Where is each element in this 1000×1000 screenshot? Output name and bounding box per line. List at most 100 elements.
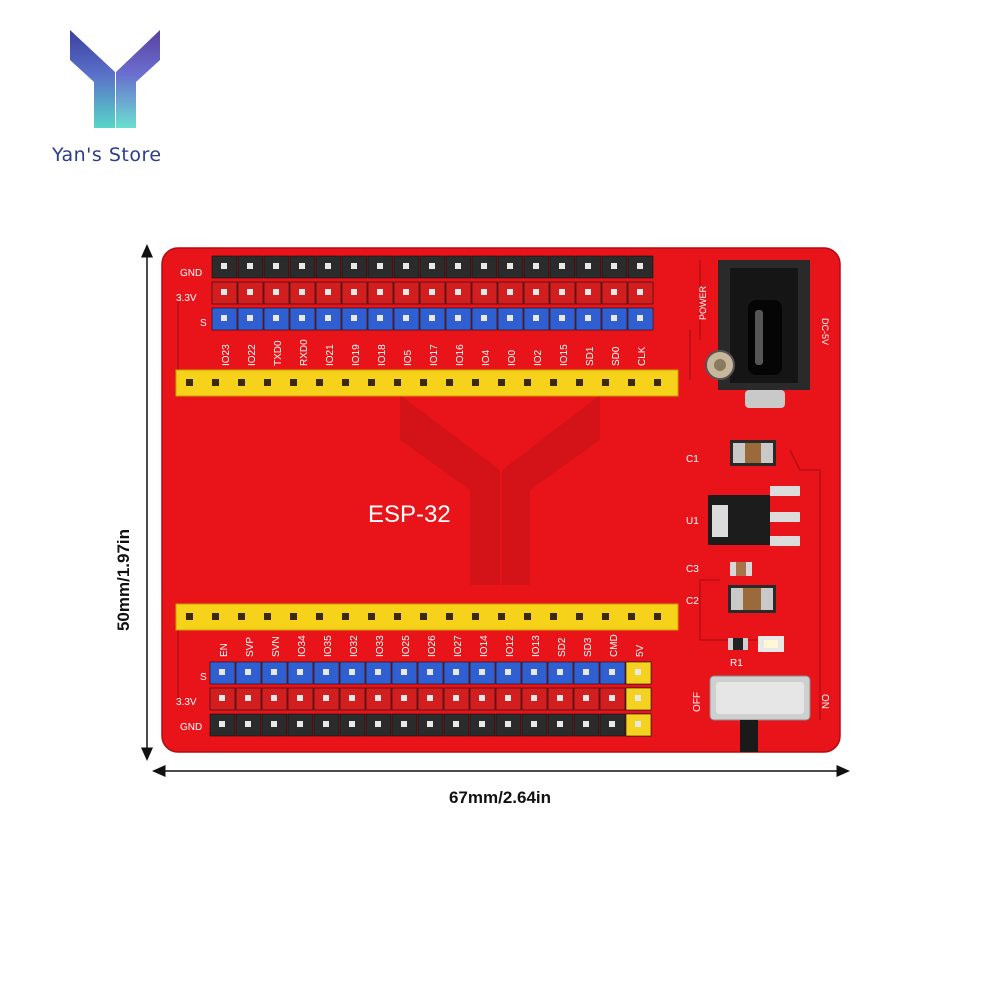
led-indicator <box>758 636 784 652</box>
bottom-pin-label: IO12 <box>505 635 516 657</box>
dc-barrel-jack <box>705 260 810 408</box>
bottom-pin-label: IO27 <box>453 635 464 657</box>
bottom-pin-label: EN <box>219 643 230 657</box>
top-pin-label: IO15 <box>559 344 570 366</box>
dc-label: DC-5V <box>820 318 830 345</box>
female-socket <box>186 613 193 620</box>
female-socket <box>628 379 635 386</box>
female-socket <box>446 613 453 620</box>
female-socket <box>238 379 245 386</box>
female-socket <box>602 613 609 620</box>
board-title: ESP-32 <box>368 501 451 528</box>
bottom-gnd-label: GND <box>180 722 202 733</box>
female-socket <box>316 379 323 386</box>
top-pin-label: IO21 <box>325 344 336 366</box>
c1-label: C1 <box>686 454 699 465</box>
female-socket <box>212 379 219 386</box>
female-socket <box>290 613 297 620</box>
resistor-r1 <box>728 638 748 650</box>
watermark-logo <box>400 395 600 585</box>
bottom-pin-label: IO13 <box>531 635 542 657</box>
c3-label: C3 <box>686 564 699 575</box>
top-pin-label: IO4 <box>481 349 492 366</box>
female-socket <box>290 379 297 386</box>
bottom-pin-header <box>209 661 652 737</box>
bottom-pin-label: SD2 <box>557 637 568 657</box>
female-socket <box>264 379 271 386</box>
female-socket <box>550 379 557 386</box>
female-socket <box>446 379 453 386</box>
female-socket <box>368 379 375 386</box>
top-pin-label: SD1 <box>585 346 596 366</box>
top-s-label: S <box>200 318 207 329</box>
bottom-pin-label: IO34 <box>297 635 308 657</box>
female-socket <box>342 379 349 386</box>
top-pin-label: IO16 <box>455 344 466 366</box>
female-socket <box>654 613 661 620</box>
female-socket <box>498 379 505 386</box>
bottom-pin-label: IO33 <box>375 635 386 657</box>
bottom-pin-label: SD3 <box>583 637 594 657</box>
female-socket <box>420 379 427 386</box>
power-label: POWER <box>698 285 708 320</box>
bottom-pin-label: SVP <box>245 637 256 657</box>
female-socket <box>316 613 323 620</box>
top-pin-label: IO18 <box>377 344 388 366</box>
capacitor-c3 <box>730 562 752 576</box>
top-pin-label: IO2 <box>533 349 544 366</box>
top-pin-label: SD0 <box>611 346 622 366</box>
bottom-pin-label: SVN <box>271 636 282 657</box>
female-socket <box>628 613 635 620</box>
top-pin-label: IO0 <box>507 349 518 366</box>
bottom-pin-label: 5V <box>635 644 646 657</box>
female-socket <box>264 613 271 620</box>
female-socket <box>550 613 557 620</box>
female-socket <box>576 613 583 620</box>
width-dimension-label: 67mm/2.64in <box>448 788 552 807</box>
bottom-pin-label: IO26 <box>427 635 438 657</box>
brand-name: Yan's Store <box>52 144 162 166</box>
u1-label: U1 <box>686 516 699 527</box>
bottom-s-label: S <box>200 672 207 683</box>
bottom-pin-label: IO35 <box>323 635 334 657</box>
brand-logo: Yan's Store <box>40 20 200 180</box>
female-socket <box>368 613 375 620</box>
female-socket <box>394 379 401 386</box>
top-female-header <box>175 369 679 397</box>
female-socket <box>472 379 479 386</box>
top-pin-label: IO22 <box>247 344 258 366</box>
female-socket <box>472 613 479 620</box>
bottom-female-header <box>175 603 679 631</box>
female-socket <box>576 379 583 386</box>
bottom-pin-label: CMD <box>609 634 620 657</box>
female-socket <box>654 379 661 386</box>
female-socket <box>238 613 245 620</box>
bottom-3v3-label: 3.3V <box>176 697 197 708</box>
female-socket <box>602 379 609 386</box>
bottom-pin-label: IO32 <box>349 635 360 657</box>
female-socket <box>524 613 531 620</box>
c2-label: C2 <box>686 596 699 607</box>
bottom-pin-label: IO14 <box>479 635 490 657</box>
top-pin-header <box>211 255 654 331</box>
bottom-pin-labels: EN SVP SVN IO34 IO35 IO32 IO33 IO25 IO26 IO27 IO14… <box>219 634 646 657</box>
female-socket <box>524 379 531 386</box>
top-pin-label: IO23 <box>221 344 232 366</box>
top-pin-label: RXD0 <box>299 339 310 366</box>
female-socket <box>212 613 219 620</box>
top-3v3-label: 3.3V <box>176 293 197 304</box>
top-pin-label: IO17 <box>429 344 440 366</box>
capacitor-c1 <box>730 440 776 466</box>
female-socket <box>498 613 505 620</box>
brand-logo-icon <box>70 30 160 128</box>
off-label: OFF <box>692 692 703 712</box>
capacitor-c2 <box>728 585 776 613</box>
power-switch <box>709 675 811 752</box>
top-gnd-label: GND <box>180 268 202 279</box>
top-pin-label: CLK <box>637 346 648 366</box>
r1-label: R1 <box>730 658 743 669</box>
female-socket <box>342 613 349 620</box>
bottom-pin-label: IO25 <box>401 635 412 657</box>
